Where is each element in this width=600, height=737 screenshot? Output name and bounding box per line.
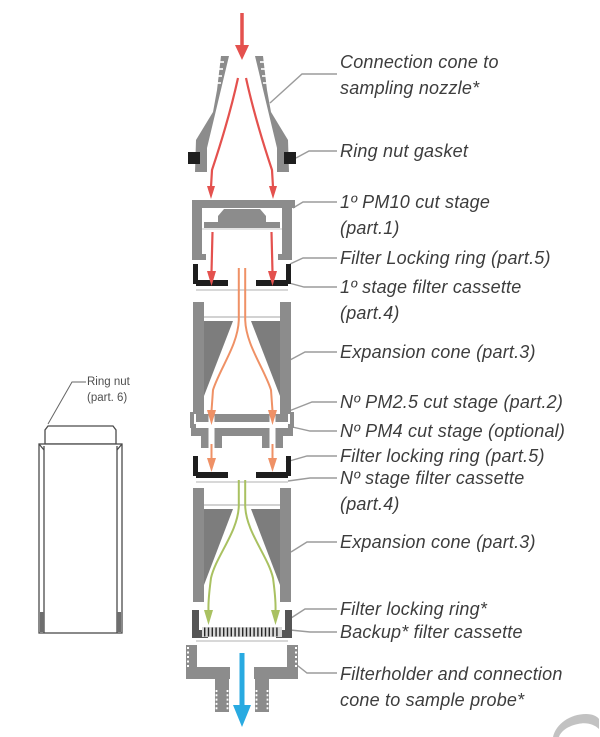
label-backup-filter-cassette: Backup* filter cassette — [340, 622, 523, 642]
stage1-flow-arrows-icon — [207, 77, 277, 286]
pm25-pm4-stage-shape — [190, 412, 294, 448]
filter-cassette-2-shape — [196, 472, 288, 478]
stage3-flow-arrows-icon — [204, 480, 280, 625]
ring-nut-cylinder-drawing — [38, 425, 123, 634]
label-stage2-filter-cassette: Nº stage filter cassette (part.4) — [340, 468, 525, 514]
connection-cone-shape — [195, 56, 289, 172]
filter-locking-ring-2-shape — [193, 456, 291, 476]
label-pm4-cut-stage: Nº PM4 cut stage (optional) — [340, 421, 566, 441]
label-filter-locking-ring-2: Filter locking ring (part.5) — [340, 446, 545, 466]
label-filterholder: Filterholder and connection cone to samp… — [340, 664, 563, 710]
stage2-flow-arrows-icon — [207, 268, 277, 472]
filterholder-threads — [187, 647, 297, 711]
expansion-cone-2-shape — [193, 488, 291, 602]
label-pm10-cut-stage: 1º PM10 cut stage (part.1) — [340, 192, 491, 238]
label-stage1-filter-cassette: 1º stage filter cassette (part.4) — [340, 277, 522, 323]
filterholder-shape — [186, 645, 298, 712]
label-ring-nut-part6: Ring nut (part. 6) — [87, 376, 130, 404]
filter-cassette-1-shape — [196, 280, 288, 286]
label-connection-cone: Connection cone to sampling nozzle* — [340, 52, 499, 98]
filter-locking-ring-1-shape — [193, 264, 291, 284]
expansion-cone-1-shape — [193, 302, 291, 414]
label-expansion-cone-2: Expansion cone (part.3) — [340, 532, 536, 552]
label-ring-nut-gasket: Ring nut gasket — [340, 141, 469, 161]
outlet-flow-arrow-icon — [233, 653, 251, 727]
pm10-cut-stage-shape — [192, 200, 295, 260]
ring-nut-leader-line — [47, 381, 86, 425]
label-expansion-cone-1: Expansion cone (part.3) — [340, 342, 536, 362]
ring-nut-gasket-shape — [188, 152, 296, 164]
label-pm25-cut-stage: Nº PM2.5 cut stage (part.2) — [340, 392, 564, 412]
label-filter-locking-ring-1: Filter Locking ring (part.5) — [340, 248, 551, 268]
connection-cone-threads — [212, 61, 272, 84]
backup-filter-shape — [192, 610, 292, 642]
corner-swoosh-decoration — [553, 714, 599, 737]
inlet-flow-arrow-icon — [235, 13, 249, 60]
leader-lines — [269, 73, 337, 674]
label-filter-locking-ring-3: Filter locking ring* — [340, 599, 488, 619]
